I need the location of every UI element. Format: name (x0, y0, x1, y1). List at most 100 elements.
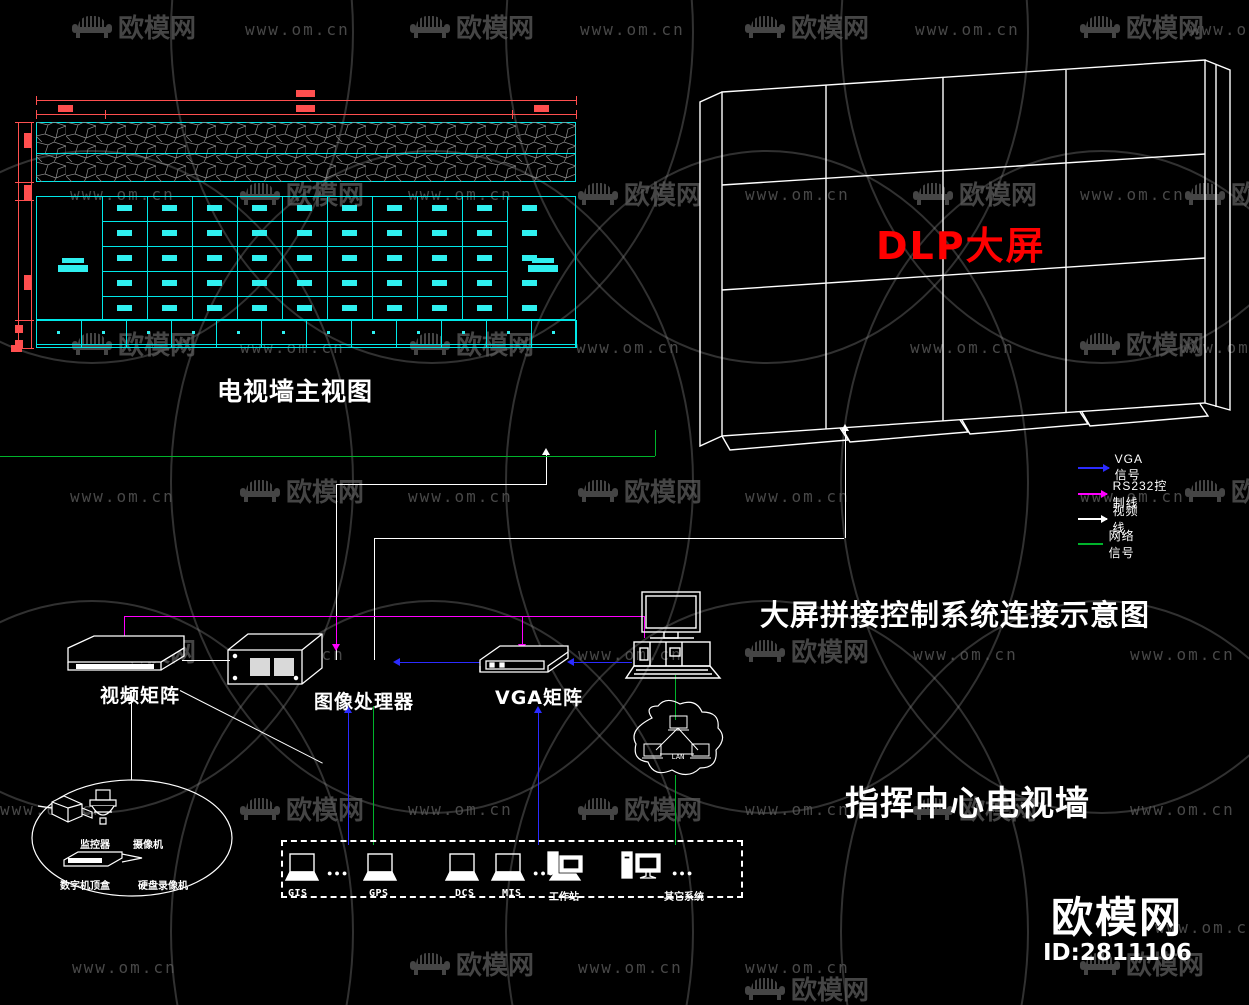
dimension-line-vertical-inner (31, 122, 32, 348)
dimension-seg-mid: 12500 (296, 105, 316, 112)
tv-screen-tile (252, 280, 267, 286)
legend-swatch (1078, 515, 1108, 523)
tv-screen-tile (432, 230, 447, 236)
ellipsis-dots: ●●● (672, 868, 695, 878)
laptop-icon (362, 853, 398, 881)
tv-screen-tile (477, 255, 492, 261)
tv-screen-tile (432, 205, 447, 211)
base-marker (282, 331, 285, 334)
tv-screen-tile (522, 280, 537, 286)
tv-wall-title: 电视墙主视图 (217, 377, 374, 406)
tv-screen-tile (477, 205, 492, 211)
legend-item: RS232控制线 (1078, 477, 1168, 511)
dimension-tick (105, 110, 106, 119)
arrow-up-vga (344, 706, 352, 713)
tv-screen-tile (342, 305, 357, 311)
legend-arrow-icon (1102, 463, 1110, 472)
arrow-left-vga (393, 658, 400, 666)
brand-id: ID:2811106 (1043, 940, 1192, 966)
base-marker (327, 331, 330, 334)
dimension-seg-left: 3125 (58, 105, 74, 112)
workstation-label: MIS (502, 888, 522, 899)
base-marker (237, 331, 240, 334)
tv-screen-tile (297, 255, 312, 261)
dimension-tick (36, 110, 37, 119)
dimension-tick (15, 348, 34, 349)
dlp-wall-label: DLP大屏 (876, 224, 1046, 268)
arrow-up-dlp (841, 424, 849, 431)
lan-cloud: LAN (633, 699, 724, 776)
base-marker (192, 331, 195, 334)
base-divider (531, 320, 532, 348)
corner-title: 指挥中心电视墙 (845, 784, 1090, 824)
arrow-up-source (127, 694, 135, 701)
legend-item: 视频线 (1078, 502, 1139, 536)
dlp-video-wall (699, 59, 1231, 451)
legend-item: 网络信号 (1078, 527, 1139, 561)
dimension-tick (15, 320, 34, 321)
workstation-label: DCS (455, 888, 475, 899)
source-device-label: 摄像机 (133, 840, 163, 851)
tv-screen-tile (162, 255, 177, 261)
dimension-line-segments (36, 114, 576, 115)
source-device-label: 硬盘录像机 (138, 881, 188, 892)
matrix-to-processor-link (182, 660, 230, 661)
dimension-seg-right: 3100 (534, 105, 550, 112)
base-marker (507, 331, 510, 334)
tv-screen-tile (117, 230, 132, 236)
ellipsis-dots: ●●● (327, 868, 350, 878)
tv-screen-tile (432, 280, 447, 286)
ellipsis-dots: ●●● (533, 868, 556, 878)
tv-screen-tile (342, 205, 357, 211)
tv-screen-tile (117, 280, 132, 286)
device-label: VGA矩阵 (495, 687, 584, 709)
tv-screen-tile (162, 280, 177, 286)
tv-screen-tile (117, 205, 132, 211)
dimension-tick (15, 182, 34, 183)
tv-screen-tile (207, 205, 222, 211)
dimension-tick (576, 110, 577, 119)
tv-screen-tile (342, 255, 357, 261)
device-label: 视频矩阵 (100, 685, 181, 707)
legend-label: VGA信号 (1114, 452, 1144, 482)
dimension-overall-width: 18724 (296, 90, 316, 97)
vga-matrix-device (479, 645, 569, 673)
tv-screen-tile (162, 305, 177, 311)
base-marker (57, 331, 60, 334)
tv-screen-tile (117, 255, 132, 261)
legend-swatch (1078, 490, 1108, 498)
tv-screen-tile (207, 255, 222, 261)
tv-screen-tile (432, 305, 447, 311)
image-processor-device (227, 633, 323, 685)
tv-screen-tile (522, 305, 537, 311)
base-divider (171, 320, 172, 348)
tv-screen-tile (522, 205, 537, 211)
lan-label: LAN (672, 753, 685, 761)
subsystem-group-box (281, 840, 743, 898)
dimension-tick (576, 96, 577, 105)
laptop-icon (284, 853, 320, 881)
system-diagram-title: 大屏拼接控制系统连接示意图 (760, 598, 1151, 632)
laptop-icon (444, 853, 480, 881)
dimension-block (15, 325, 23, 333)
dimension-tick (15, 200, 34, 201)
tv-screen-tile (207, 280, 222, 286)
tv-screen-tile (297, 230, 312, 236)
legend-item: VGA信号 (1078, 452, 1154, 483)
tv-screen-tile (387, 230, 402, 236)
control-workstation-pc (624, 591, 722, 679)
tv-screen-tile (522, 230, 537, 236)
legend-label: 网络信号 (1108, 529, 1135, 560)
arrow-up-vga (534, 706, 542, 713)
tv-screen-tile (117, 305, 132, 311)
workstation-icon (547, 851, 583, 881)
tv-wall-frame (36, 196, 576, 320)
tv-screen-tile (207, 305, 222, 311)
legend-swatch (1078, 463, 1110, 472)
desktop-computer-icon (621, 851, 661, 879)
tv-screen-tile (387, 305, 402, 311)
workstation-label: 其它系统 (664, 892, 704, 903)
base-divider (306, 320, 307, 348)
tv-screen-tile (297, 305, 312, 311)
dimension-tick (512, 110, 513, 119)
